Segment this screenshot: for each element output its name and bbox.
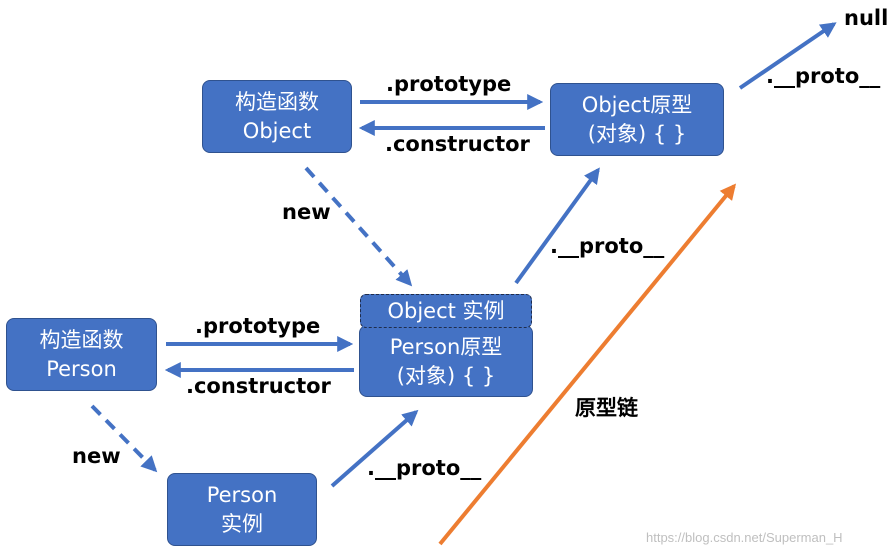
object-prototype-line-2: (对象) { } [587,121,687,146]
object-prototype-line-1: Object原型 [581,92,693,117]
person-instance-box: Person 实例 [167,473,317,546]
object-constructor-label: .constructor [385,132,530,156]
person-prototype-box: Person原型 (对象) { } [359,325,533,397]
person-constructor-box: 构造函数 Person [6,318,157,391]
person-constructor-line-1: 构造函数 [39,327,124,352]
person-new-label: new [72,444,121,468]
object-instance-line-1: Object 实例 [387,298,505,323]
person-constructor-line-2: Person [46,356,117,381]
arrow-prototype-chain [438,183,737,546]
arrow-object-proto-null [738,22,837,90]
object-new-label: new [282,200,331,224]
person-prototype-line-1: Person原型 [389,335,503,359]
arrow-instance-proto [330,409,419,488]
object-constructor-line-1: 构造函数 [235,89,319,114]
object-prototype-label: .prototype [386,72,512,96]
person-prototype-label: .prototype [195,314,321,338]
object-prototype-box: Object原型 (对象) { } [550,83,724,156]
object-constructor-box: 构造函数 Object [202,80,352,153]
object-proto-null-label: .__proto__ [766,64,881,88]
person-instance-line-1: Person [206,482,278,507]
watermark: https://blog.csdn.net/Superman_H [646,530,843,545]
null-label: null [844,6,889,30]
person-instance-line-2: 实例 [221,511,263,536]
object-constructor-line-2: Object [242,118,312,143]
arrow-person-new [90,404,158,473]
person-proto-proto-label: .__proto__ [550,234,665,258]
instance-proto-label: .__proto__ [367,456,482,480]
person-constructor-label: .constructor [186,374,331,398]
arrow-person-proto-proto [514,167,600,285]
arrow-object-new [304,166,413,287]
person-prototype-line-2: (对象) { } [396,364,496,388]
prototype-chain-label: 原型链 [575,396,638,420]
object-instance-box: Object 实例 [360,294,532,328]
